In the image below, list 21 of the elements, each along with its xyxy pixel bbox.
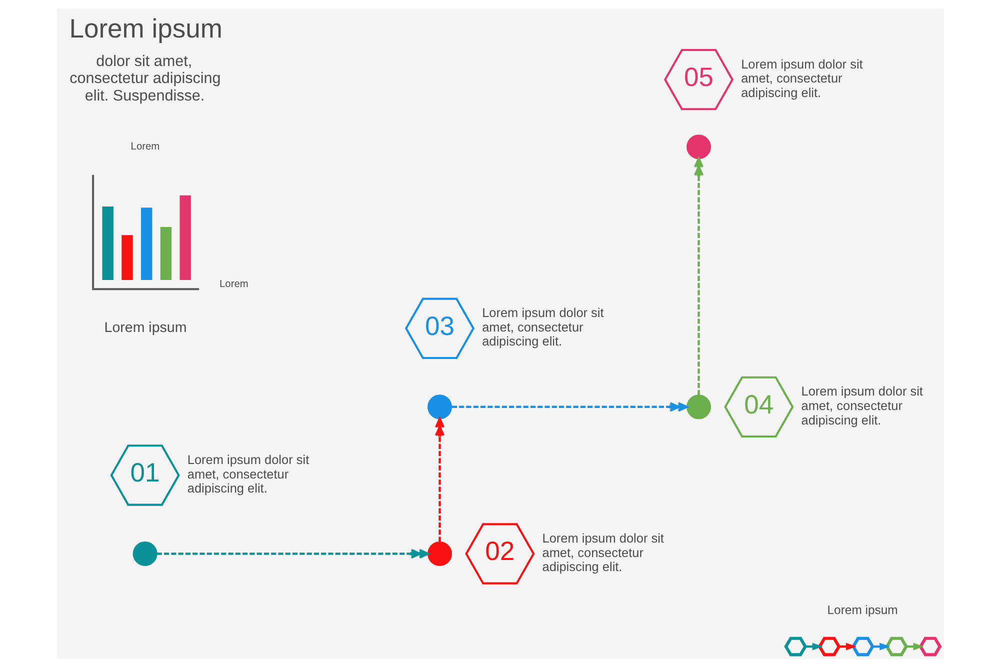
label: Lorem ipsum: [826, 603, 898, 618]
label: Lorem ipsum: [104, 320, 186, 336]
node-hexagon: [884, 636, 908, 656]
node-circle: [686, 134, 710, 160]
node-hexagon: [850, 636, 874, 656]
node-circle: [686, 394, 710, 420]
label: Lorem: [219, 279, 248, 290]
node-hexagon: [784, 636, 807, 656]
node-label: Lorem ipsum dolor sit amet, consectetur adipiscing elit.: [740, 56, 862, 100]
node-label: Lorem ipsum dolor sit amet, consectetur adipiscing elit.: [482, 305, 604, 349]
node-circle: [427, 542, 452, 566]
node-circle: [132, 542, 157, 566]
diagram-title: Lorem ipsum: [68, 14, 222, 44]
label: Lorem: [130, 141, 160, 152]
node-label: Lorem ipsum dolor sit amet, consectetur adipiscing elit.: [186, 452, 309, 496]
node-label: Lorem ipsum dolor sit amet, consectetur adipiscing elit.: [800, 384, 922, 428]
node-hexagon: [817, 636, 840, 656]
node-circle: [427, 394, 452, 420]
label: dolor sit amet, consectetur adipiscing elit. Suspendisse.: [69, 52, 220, 104]
node-hexagon: [918, 636, 942, 656]
node-label: Lorem ipsum dolor sit amet, consectetur adipiscing elit.: [542, 530, 664, 574]
